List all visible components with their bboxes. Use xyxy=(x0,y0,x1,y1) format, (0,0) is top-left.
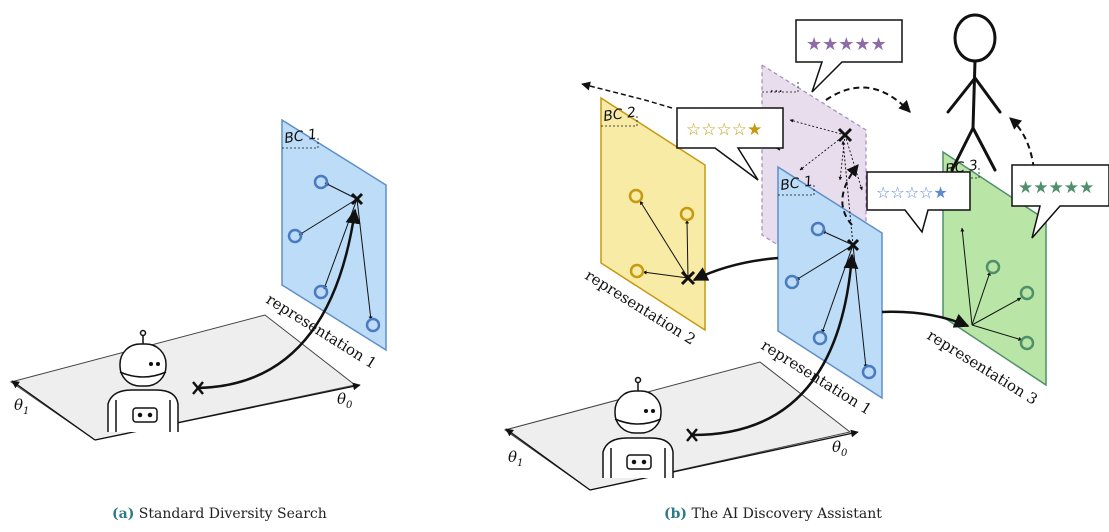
plane3-circles xyxy=(985,259,1035,351)
caption-a-text: Standard Diversity Search xyxy=(134,506,327,522)
selected-x-marker xyxy=(350,192,364,206)
hidden-plane-arrows xyxy=(789,119,863,191)
theta1-axis xyxy=(11,380,96,441)
mapping-arrow xyxy=(197,208,361,390)
theta0-label-b: θ0 xyxy=(832,438,848,459)
plane1-b-x-marker xyxy=(846,238,860,252)
bubble-yellow: ☆☆☆☆★ xyxy=(676,107,784,181)
theta0-label: θ0 xyxy=(337,390,353,411)
theta1-label: θ1 xyxy=(14,396,29,417)
theta1-axis-b xyxy=(505,428,591,491)
yellow-stars: ☆☆☆☆★ xyxy=(686,120,762,140)
representation-plane-2 xyxy=(600,96,706,332)
bubble-green: ★★★★★ xyxy=(1011,164,1109,239)
plane3-arrows xyxy=(960,227,1023,341)
bubble-blue: ☆☆☆☆★ xyxy=(866,171,971,234)
dashed-arrow-to-human xyxy=(825,86,911,113)
dashed-arrow-human-right xyxy=(1009,117,1036,189)
plane2-x-marker xyxy=(680,270,696,286)
theta1-label-b: θ1 xyxy=(508,448,523,469)
bubble-purple: ★★★★★ xyxy=(795,19,903,93)
caption-b: (b) The AI Discovery Assistant xyxy=(664,506,882,522)
plane2-arrows xyxy=(639,200,690,279)
mapping-arrow-b xyxy=(692,253,859,437)
caption-a-tag: (a) xyxy=(112,506,135,522)
robot-icon-b xyxy=(602,376,674,478)
caption-a: (a) Standard Diversity Search xyxy=(112,506,327,522)
representation-plane-1 xyxy=(281,118,387,352)
bc1-label: BC 1 xyxy=(283,127,318,147)
dashed-arrow-green-up xyxy=(841,164,859,226)
bc-hidden-box xyxy=(762,82,799,93)
bc-hidden-label: ... xyxy=(770,80,783,96)
green-stars: ★★★★★ xyxy=(1018,178,1094,198)
theta0-axis-b xyxy=(589,429,859,491)
dashed-arrow-up-left xyxy=(581,81,673,109)
parameter-x-marker-b xyxy=(686,428,698,442)
blue-stars: ☆☆☆☆★ xyxy=(876,183,948,202)
representation-plane-1-b xyxy=(777,165,883,400)
caption-b-text: The AI Discovery Assistant xyxy=(687,506,882,522)
bc2-label: BC 2 xyxy=(602,105,637,125)
human-figure-icon xyxy=(946,13,1002,172)
bc1-box xyxy=(282,138,319,149)
panel-b: θ0 θ1 ... xyxy=(503,13,1109,491)
hidden-x-marker xyxy=(837,127,853,143)
arrow-to-rep2 xyxy=(692,256,779,282)
bc2-box xyxy=(601,116,638,127)
purple-stars: ★★★★★ xyxy=(806,34,887,55)
plane2-circles xyxy=(628,188,695,279)
plane1-b-circles xyxy=(784,221,877,380)
solution-circles xyxy=(287,174,381,333)
panel-a: θ0 θ1 BC 1 representation 1 xyxy=(9,118,387,441)
arrow-to-rep3 xyxy=(881,310,970,328)
robot-icon xyxy=(107,329,179,432)
bc1-box-b xyxy=(778,185,815,196)
bc1-label-b: BC 1 xyxy=(779,174,814,194)
caption-b-tag: (b) xyxy=(664,506,688,522)
parameter-x-marker xyxy=(192,381,204,395)
